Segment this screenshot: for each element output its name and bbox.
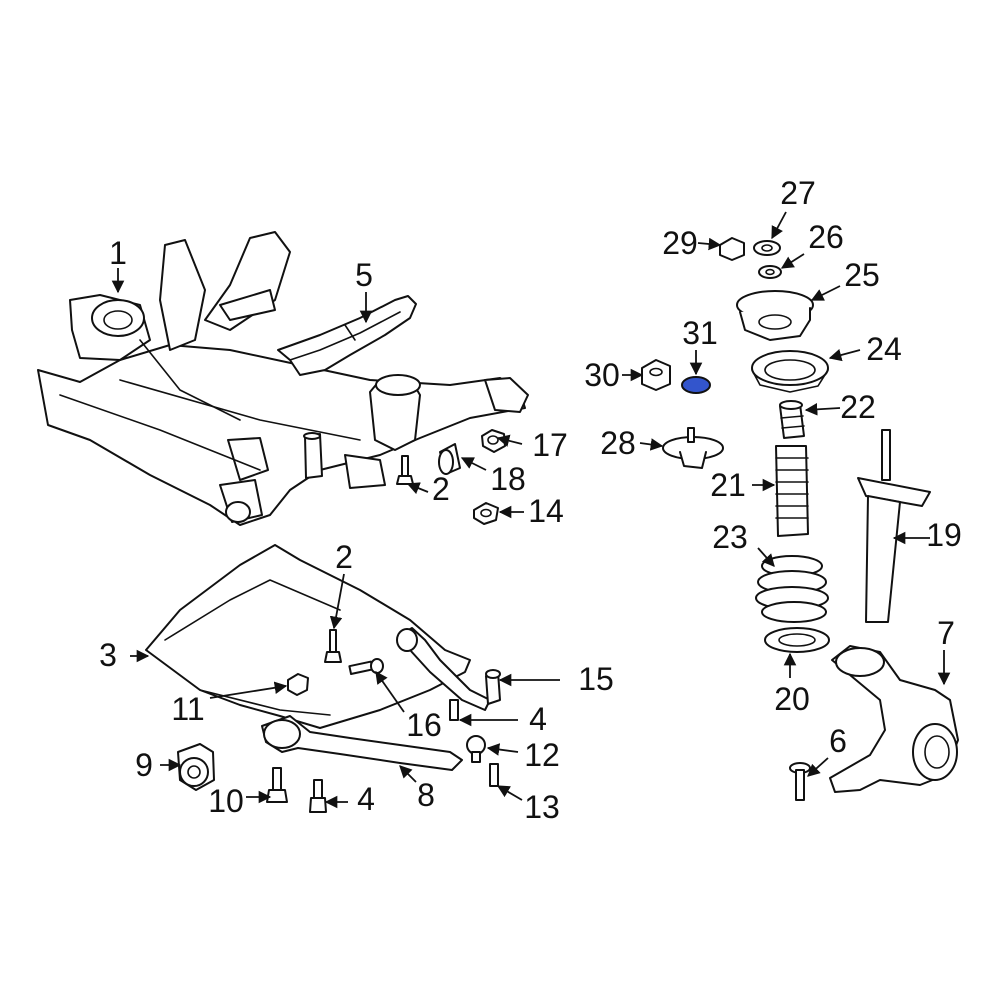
- callout-6: 6: [829, 723, 847, 759]
- strut-mount-part-25[interactable]: [736, 290, 814, 341]
- bolt-part-2-upper[interactable]: [396, 455, 414, 485]
- control-arm-part-15[interactable]: [396, 627, 501, 711]
- bolt-part-4-left[interactable]: [309, 779, 327, 813]
- callout-10: 10: [208, 783, 244, 819]
- coil-spring-part-23[interactable]: [755, 555, 829, 623]
- nut-part-11[interactable]: [287, 673, 309, 696]
- leader-13: [496, 785, 523, 801]
- leader-27: [771, 211, 787, 240]
- callout-5: 5: [355, 257, 373, 293]
- callout-12: 12: [524, 737, 560, 773]
- callout-18: 18: [490, 461, 526, 497]
- callout-2-upper: 2: [432, 471, 450, 507]
- callout-28: 28: [600, 425, 636, 461]
- leader-26: [780, 253, 805, 269]
- shield-plate-part[interactable]: [145, 544, 471, 729]
- callout-3: 3: [99, 637, 117, 673]
- callout-17: 17: [532, 427, 568, 463]
- leader-11: [209, 681, 288, 699]
- bolt-part-16[interactable]: [348, 658, 384, 675]
- strut-part-19[interactable]: [857, 429, 931, 623]
- subframe-part[interactable]: [37, 231, 529, 526]
- leader-29: [697, 237, 722, 251]
- part-18[interactable]: [438, 443, 461, 475]
- leader-28: [639, 438, 664, 451]
- leader-6: [807, 757, 829, 777]
- leader-2-upper: [406, 482, 429, 495]
- stud-part-4-right[interactable]: [449, 699, 459, 721]
- nut-part-29[interactable]: [719, 237, 745, 261]
- callout-9: 9: [135, 747, 153, 783]
- callout-16: 16: [406, 707, 442, 743]
- leader-2-lower: [329, 573, 345, 630]
- mount-part-28[interactable]: [662, 427, 724, 469]
- callout-19: 19: [926, 517, 962, 553]
- spring-seat-part-24[interactable]: [751, 350, 829, 393]
- washer-part-27[interactable]: [753, 240, 781, 256]
- callout-4-left: 4: [357, 781, 375, 817]
- callout-27: 27: [780, 175, 816, 211]
- callout-30: 30: [584, 357, 620, 393]
- leader-8: [399, 765, 417, 783]
- leader-23: [757, 547, 775, 567]
- bolt-part-2-lower[interactable]: [324, 629, 342, 663]
- heat-shield-part[interactable]: [277, 295, 417, 376]
- washer-part-26[interactable]: [758, 265, 782, 279]
- callout-1: 1: [109, 235, 127, 271]
- callout-7: 7: [937, 615, 955, 651]
- callout-20: 20: [774, 681, 810, 717]
- leader-17: [496, 434, 523, 447]
- callout-4-right: 4: [529, 701, 547, 737]
- callout-11: 11: [171, 691, 204, 727]
- leader-24: [828, 348, 861, 362]
- bushing-part-9[interactable]: [177, 743, 215, 791]
- leader-16: [375, 670, 405, 713]
- callout-labels: 1 2 2 3 4 4 5 6 7 8 9 10 11 12 13 14 15 …: [99, 175, 962, 825]
- callout-26: 26: [808, 219, 844, 255]
- callout-23: 23: [712, 519, 748, 555]
- leader-25: [810, 285, 841, 301]
- callout-21: 21: [710, 467, 746, 503]
- nut-part-30[interactable]: [641, 359, 671, 391]
- nut-part-14[interactable]: [473, 502, 499, 525]
- callout-24: 24: [866, 331, 902, 367]
- bump-stop-part-22[interactable]: [779, 400, 805, 439]
- callout-22: 22: [840, 389, 876, 425]
- callout-8: 8: [417, 777, 435, 813]
- callout-29: 29: [662, 225, 698, 261]
- control-arm-part-8[interactable]: [261, 715, 463, 771]
- knuckle-part-7[interactable]: [829, 645, 959, 793]
- ball-joint-part-12[interactable]: [466, 735, 486, 763]
- bolt-part-6[interactable]: [789, 762, 811, 801]
- cap-part-31[interactable]: [681, 376, 711, 394]
- leader-lines: [111, 211, 951, 809]
- callout-25: 25: [844, 257, 880, 293]
- bolt-part-13[interactable]: [489, 763, 499, 787]
- leader-22: [804, 403, 841, 416]
- leader-12: [486, 743, 519, 756]
- callout-15: 15: [578, 661, 614, 697]
- callout-14: 14: [528, 493, 564, 529]
- callout-31: 31: [682, 315, 718, 351]
- spring-pad-part-20[interactable]: [764, 627, 830, 653]
- dust-boot-part-21[interactable]: [775, 445, 809, 537]
- part-17[interactable]: [481, 429, 506, 453]
- callout-13: 13: [524, 789, 560, 825]
- leader-18: [460, 457, 487, 471]
- callout-2-lower: 2: [335, 539, 353, 575]
